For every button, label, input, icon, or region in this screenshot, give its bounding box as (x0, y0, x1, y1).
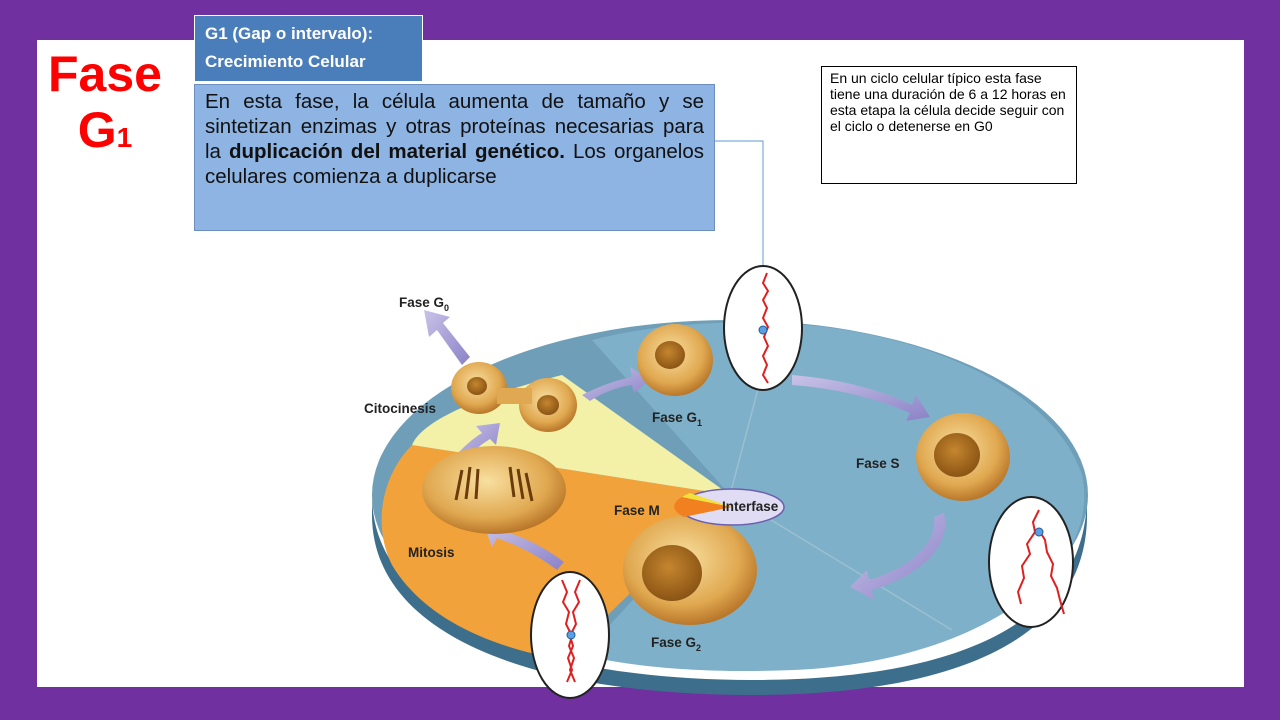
title-fase: Fase (48, 46, 162, 102)
desc-text-2: Los organelos celulares comienza a dupli… (205, 140, 705, 188)
label-fase-g0: Fase G0 (399, 295, 449, 313)
cell-g1 (637, 324, 713, 396)
title-g-letter: G (77, 102, 117, 158)
chromosome-oval-g1 (723, 265, 803, 391)
desc-text-bold: duplicación del material genético. (228, 140, 565, 163)
cell-cytokinesis (451, 362, 577, 432)
desc-text-1: En esta fase, la célula aumenta de tamañ… (205, 90, 704, 163)
cell-g2 (623, 515, 757, 625)
chromosome-oval-s (988, 496, 1074, 628)
header-box: G1 (Gap o intervalo): Crecimiento Celula… (194, 15, 423, 82)
label-citocinesis: Citocinesis (364, 401, 436, 416)
header-line-1: G1 (Gap o intervalo): (205, 24, 374, 43)
cell-mitosis (422, 446, 566, 534)
note-box: En un ciclo celular típico esta fase tie… (821, 66, 1077, 184)
header-line-2: Crecimiento Celular (205, 52, 366, 71)
label-interfase: Interfase (722, 499, 779, 514)
title-subscript: 1 (116, 122, 133, 153)
interfase-marker (674, 488, 785, 526)
slide-title: Fase G1 (40, 46, 170, 166)
label-fase-m: Fase M (614, 503, 660, 518)
chromosome-oval-g2 (530, 571, 610, 699)
label-mitosis: Mitosis (408, 545, 455, 560)
title-g1: G1 (40, 102, 170, 166)
cell-s (916, 413, 1010, 501)
label-fase-s: Fase S (856, 456, 900, 471)
label-fase-g2: Fase G2 (651, 635, 701, 653)
cell-cycle-diagram: Fase G0 Citocinesis Fase G1 Fase S Fase … (364, 265, 1088, 699)
description-box: En esta fase, la célula aumenta de tamañ… (194, 84, 715, 231)
label-fase-g1: Fase G1 (652, 410, 702, 428)
